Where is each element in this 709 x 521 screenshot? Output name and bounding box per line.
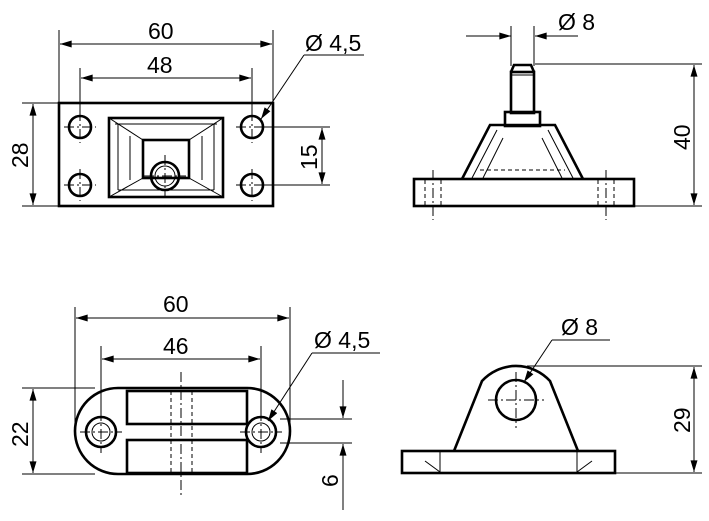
dim-offset-6: 6 (317, 474, 343, 487)
view-top-right: Ø 8 40 (412, 9, 702, 220)
upper-lug (125, 389, 249, 426)
dim-total-height-40: 40 (669, 124, 695, 150)
pin-tip (509, 63, 536, 73)
pin-shaft (509, 70, 536, 115)
pyramid-edges (108, 117, 224, 198)
base-plate-outline (57, 101, 275, 208)
view-bottom-left: 60 46 22 6 Ø 4,5 (7, 291, 380, 510)
dim-pin-diameter: Ø 8 (558, 9, 595, 35)
side-base-plate (412, 177, 636, 208)
clevis-base-plate (400, 449, 617, 475)
dim-bore-diameter: Ø 8 (561, 314, 598, 340)
dim-hole-diameter-top: Ø 4,5 (305, 30, 361, 56)
dim-hole-spacing-48: 48 (147, 52, 173, 78)
clevis-lug (452, 364, 580, 452)
left-slot-hole-inner (91, 422, 111, 442)
dim-width-60-bottom: 60 (163, 291, 189, 317)
dim-total-height-29: 29 (669, 407, 695, 433)
dim-height-22: 22 (7, 421, 33, 447)
stadium-plate-outline (73, 386, 292, 476)
dim-hole-spacing-46: 46 (163, 333, 189, 359)
pyramid-base-outline (107, 116, 225, 199)
view-top-left: 60 48 28 15 Ø 4,5 (7, 18, 364, 208)
right-slot-hole-inner (251, 422, 271, 442)
pyramid-top-outline (141, 138, 191, 180)
side-pyramid (460, 123, 585, 180)
dim-width-60-top: 60 (148, 18, 174, 44)
dim-hole-diameter-bottom: Ø 4,5 (314, 327, 370, 353)
dim-height-28: 28 (7, 142, 33, 168)
dim-hole-vertical-15: 15 (296, 144, 322, 170)
lower-lug (125, 438, 249, 475)
view-bottom-right: Ø 8 29 (400, 314, 702, 475)
